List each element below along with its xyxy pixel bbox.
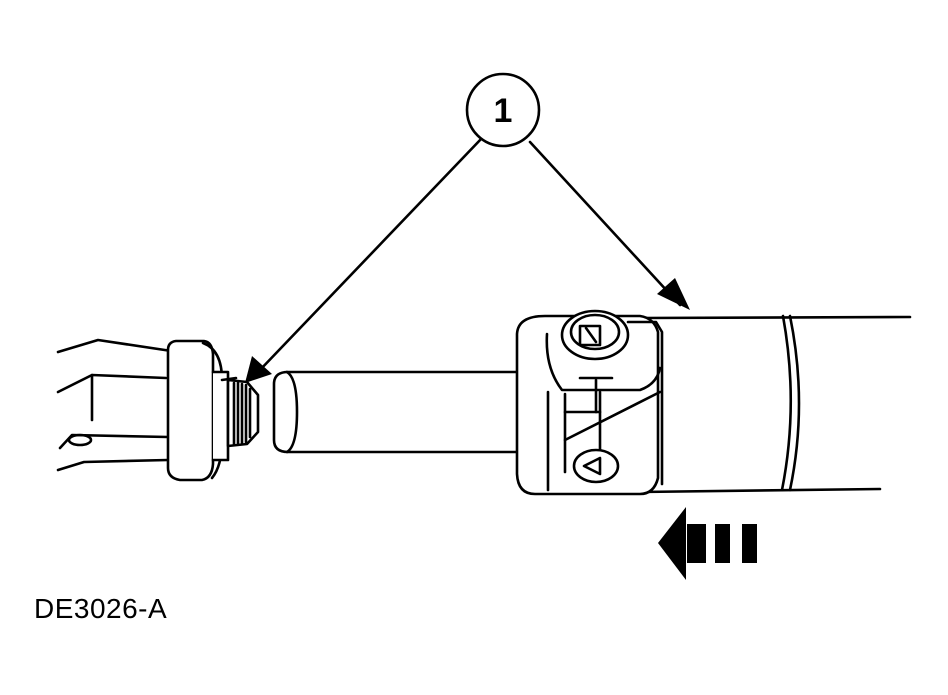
callout-marker: 1 (465, 72, 541, 148)
leader-arrowheads (245, 278, 690, 383)
slip-yoke (272, 370, 522, 454)
u-joint (515, 309, 664, 496)
left-arrow-icon (658, 507, 757, 580)
figure-id: DE3026-A (34, 593, 168, 624)
callout-leaders (257, 136, 682, 373)
output-seal (166, 339, 238, 482)
driveshaft-tube (638, 314, 912, 494)
transmission-housing (56, 338, 180, 472)
callout-number: 1 (494, 92, 513, 130)
output-shaft-splines (226, 378, 260, 448)
